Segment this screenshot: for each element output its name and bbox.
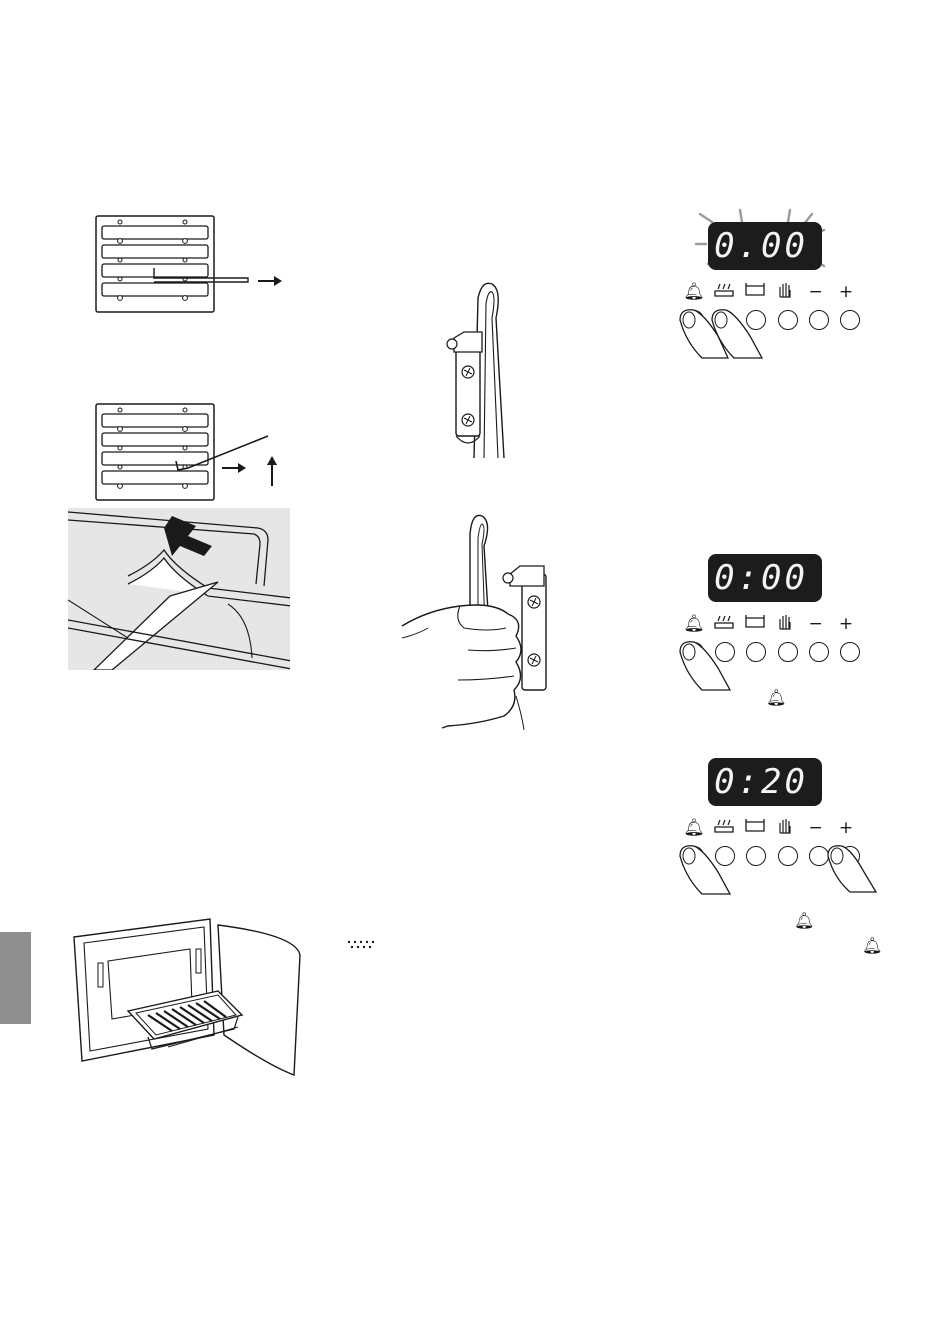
bell-icon: 🔔︎: [680, 282, 708, 302]
bottom-heat-icon: [741, 282, 769, 302]
rod-closeup-illustration: [68, 508, 290, 670]
bell-icon: 🔔︎: [680, 818, 708, 838]
hand-inserting-rod-illustration: [398, 510, 558, 730]
plus-icon: +: [832, 282, 860, 302]
plus-button[interactable]: [840, 642, 860, 662]
timer-display: 0.00: [708, 222, 822, 270]
bottom-heat-icon: [741, 614, 769, 634]
manual-mode-icon: [771, 281, 799, 304]
plus-icon: +: [832, 614, 860, 634]
grill-dots-icon: [346, 939, 376, 953]
display-digits: 0:20: [714, 765, 808, 799]
bottom-heat-button[interactable]: [746, 846, 766, 866]
door-hinge-rod-illustration: [438, 278, 528, 460]
bottom-heat-button[interactable]: [746, 642, 766, 662]
timer-display: 0:00: [708, 554, 822, 602]
manual-button[interactable]: [778, 642, 798, 662]
manual-button[interactable]: [778, 310, 798, 330]
oven-roasting-pan-illustration: [68, 915, 308, 1077]
display-digits: 0.00: [714, 229, 808, 263]
minus-button[interactable]: [809, 310, 829, 330]
manual-button[interactable]: [778, 846, 798, 866]
bell-icon: 🔔︎: [680, 614, 708, 634]
finger-pressing-bell-icon: [678, 842, 748, 898]
control-panel-3: 0:20 🔔︎ − +: [680, 758, 880, 898]
plus-button[interactable]: [840, 310, 860, 330]
bottom-heat-icon: [741, 818, 769, 838]
plus-icon: +: [832, 818, 860, 838]
shelf-rack-illustration-1: [90, 210, 290, 320]
bell-icon: 🔔︎: [862, 936, 882, 955]
grill-heat-icon: [710, 818, 738, 839]
control-panel-2: 0:00 🔔︎ − +: [680, 554, 880, 694]
timer-display: 0:20: [708, 758, 822, 806]
minus-icon: −: [802, 282, 830, 302]
minus-button[interactable]: [809, 642, 829, 662]
function-symbols-row: 🔔︎ − +: [680, 816, 860, 840]
grill-heat-icon: [710, 614, 738, 635]
two-fingers-pressing-icon: [678, 306, 778, 362]
minus-icon: −: [802, 614, 830, 634]
finger-pressing-plus-icon: [826, 842, 880, 898]
manual-mode-icon: [771, 613, 799, 636]
bell-icon: 🔔︎: [766, 688, 786, 707]
grill-heat-icon: [710, 282, 738, 303]
function-symbols-row: 🔔︎ − +: [680, 612, 860, 636]
finger-pressing-icon: [678, 638, 748, 694]
shelf-rack-illustration-2: [90, 398, 290, 508]
section-tab-marker: [0, 932, 31, 1024]
function-symbols-row: 🔔︎ − +: [680, 280, 860, 304]
minus-icon: −: [802, 818, 830, 838]
control-panel-1: 0.00 🔔︎ − +: [680, 222, 880, 362]
display-digits: 0:00: [714, 561, 808, 595]
bell-icon: 🔔︎: [794, 911, 814, 930]
manual-mode-icon: [771, 817, 799, 840]
